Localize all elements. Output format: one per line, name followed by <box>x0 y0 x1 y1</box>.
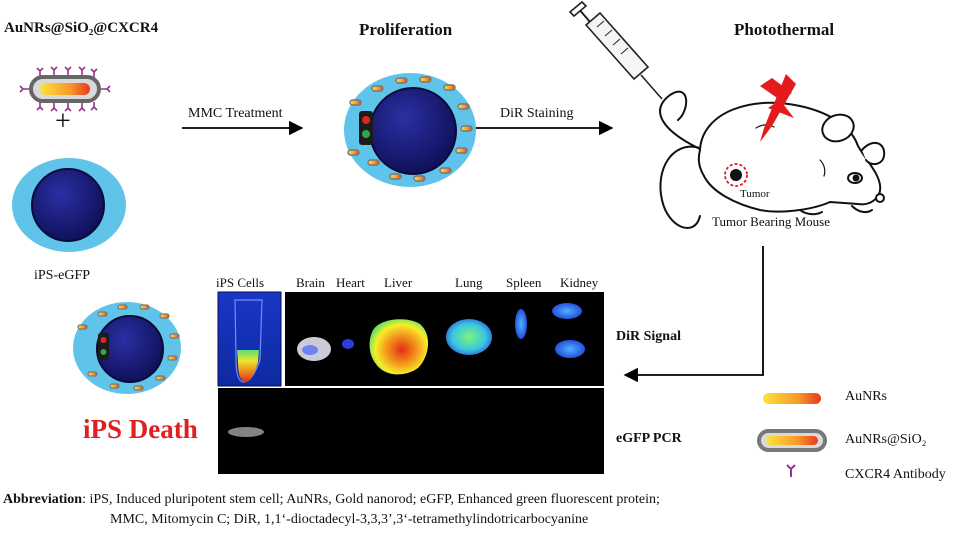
legend-aunrs-sio2-label: AuNRs@SiO₂ <box>845 432 927 447</box>
pcr-gel-panel <box>218 388 604 474</box>
ips-death-label: iPS Death <box>83 414 198 444</box>
column-heart: Heart <box>336 275 365 290</box>
ips-egfp-label: iPS-eGFP <box>34 268 91 283</box>
proliferation-cell <box>344 73 476 187</box>
treated-cell <box>73 302 181 394</box>
syringe <box>568 0 663 100</box>
dir-signal-label: DiR Signal <box>616 329 681 344</box>
functionalized-nanorod <box>19 66 111 112</box>
pcr-band <box>228 427 264 437</box>
column-spleen: Spleen <box>506 275 542 290</box>
legend-graphics <box>757 393 827 477</box>
plus-sign: + <box>55 106 71 137</box>
abbreviation-line-2: MMC, Mitomycin C; DiR, 1,1‘-dioctadecyl-… <box>110 512 589 527</box>
nanoparticle-title: AuNRs@SiO₂@CXCR4 <box>4 20 159 36</box>
dir-staining-label: DiR Staining <box>500 106 574 121</box>
kidney-signal-top <box>552 303 582 319</box>
legend-aunrs-label: AuNRs <box>845 389 888 404</box>
lung-signal <box>446 319 492 355</box>
liver-signal <box>369 319 429 375</box>
legend-antibody-icon <box>786 464 796 477</box>
kidney-signal-bottom <box>555 340 585 358</box>
tumor-bearing-mouse <box>659 90 886 229</box>
column-liver: Liver <box>384 275 413 290</box>
column-lung: Lung <box>455 275 483 290</box>
mmc-treatment-label: MMC Treatment <box>188 106 283 121</box>
legend-antibody-label: CXCR4 Antibody <box>845 467 946 482</box>
mouse-label: Tumor Bearing Mouse <box>712 214 830 229</box>
arrow-return <box>623 246 764 383</box>
organ-signals <box>297 303 585 375</box>
tumor-label: Tumor <box>740 188 770 200</box>
abbreviation-text-1: : iPS, Induced pluripotent stem cell; Au… <box>82 492 660 507</box>
column-ips-cells: iPS Cells <box>216 275 265 290</box>
tumor-mark <box>724 163 748 187</box>
abbreviation-title: Abbreviation <box>3 492 83 507</box>
heart-signal <box>342 339 354 349</box>
abbreviation-line-1: Abbreviation: iPS, Induced pluripotent s… <box>3 492 660 508</box>
photothermal-title: Photothermal <box>734 20 835 39</box>
ips-cells-panel <box>217 291 282 387</box>
laser-lightning-icon <box>760 74 796 142</box>
legend-aunr-swatch <box>763 393 821 404</box>
organ-panel <box>285 292 604 386</box>
ips-egfp-cell <box>12 158 126 252</box>
cell-nanorods <box>347 76 473 182</box>
egfp-pcr-label: eGFP PCR <box>616 431 682 446</box>
proliferation-title: Proliferation <box>359 20 453 39</box>
column-brain: Brain <box>296 275 325 290</box>
spleen-signal <box>515 309 527 339</box>
antibody-spikes <box>19 66 111 112</box>
column-kidney: Kidney <box>560 275 599 290</box>
